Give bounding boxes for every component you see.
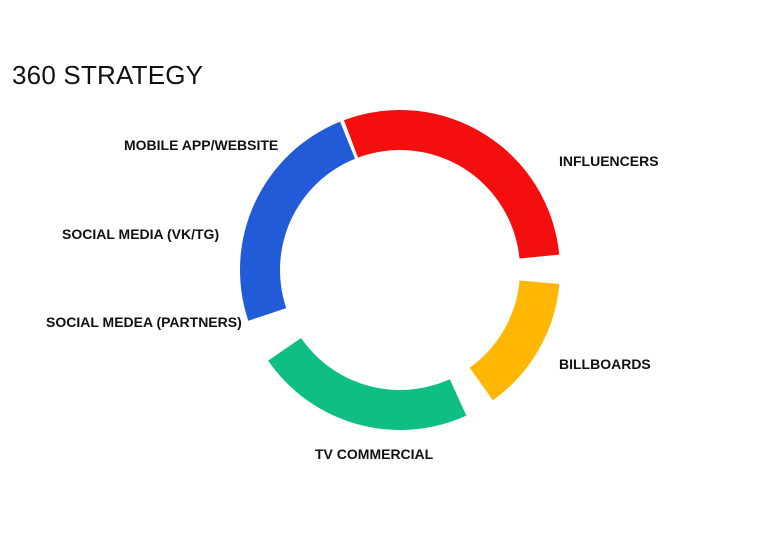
label-mobile-app-website: MOBILE APP/WEBSITE (124, 137, 279, 153)
label-social-media-partners: SOCIAL MEDEA (PARTNERS) (46, 314, 242, 330)
label-tv-commercial: TV COMMERCIAL (315, 446, 434, 462)
ring-segment-tv (268, 337, 467, 430)
label-social-media-vk-tg: SOCIAL MEDIA (VK/TG) (62, 226, 220, 242)
page-title: 360 STRATEGY (12, 60, 204, 90)
ring-segment-digital (240, 121, 356, 321)
ring-segment-billboards (469, 280, 560, 401)
label-influencers: INFLUENCERS (559, 153, 659, 169)
ring-segment-influencers (343, 109, 560, 259)
label-billboards: BILLBOARDS (559, 356, 651, 372)
